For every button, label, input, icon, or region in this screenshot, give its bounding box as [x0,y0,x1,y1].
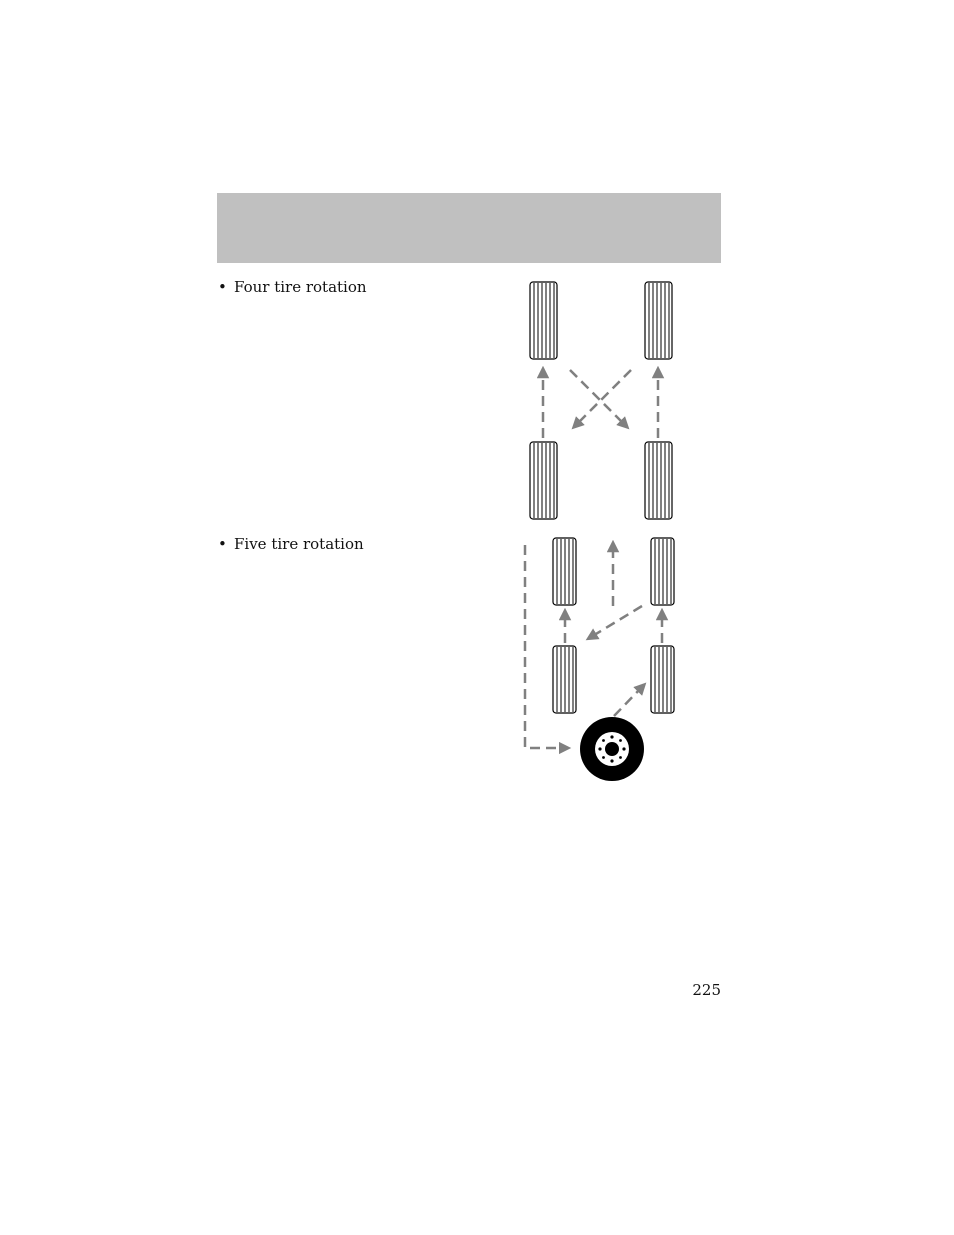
spare-wheel-icon [580,717,644,781]
tire-icon [651,538,674,605]
four-tire-rotation-diagram [530,282,672,519]
tire-icon [553,538,576,605]
five-tire-rotation-diagram [525,538,674,781]
tire-icon [530,442,557,519]
tire-icon [645,442,672,519]
tire-icon [553,646,576,713]
rotation-arrow [576,370,631,425]
rotation-arrow [614,687,642,716]
tire-icon [651,646,674,713]
rotation-arrow [591,606,642,637]
tire-icon [645,282,672,359]
rotation-arrow [570,370,625,425]
page-number: 225 [692,981,721,999]
tire-icon [530,282,557,359]
